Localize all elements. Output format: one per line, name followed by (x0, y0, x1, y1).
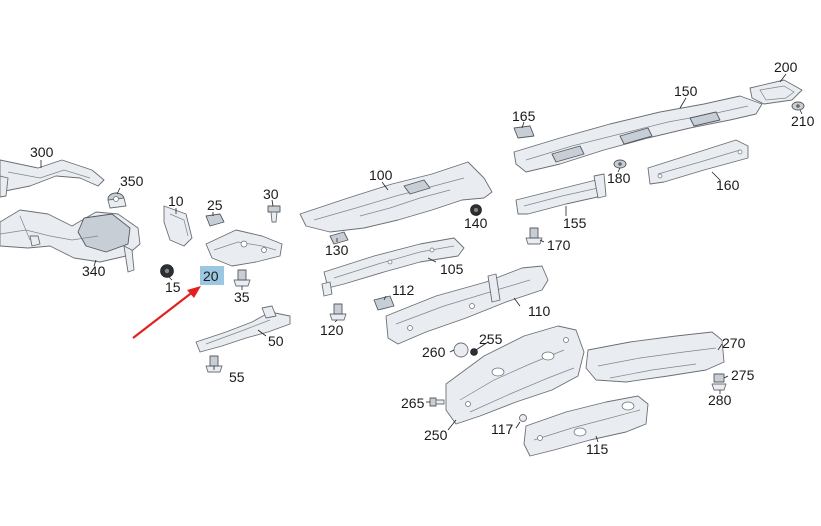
part-110-channel[interactable] (385, 265, 549, 345)
part-15-nut[interactable] (160, 264, 174, 278)
label-350[interactable]: 350 (120, 173, 144, 189)
label-140[interactable]: 140 (464, 215, 488, 231)
leader-lines (40, 73, 803, 443)
part-120-clip[interactable] (329, 303, 347, 321)
part-50-bracket[interactable] (195, 305, 291, 353)
part-140-nut[interactable] (470, 204, 482, 216)
label-160[interactable]: 160 (716, 177, 740, 193)
label-260[interactable]: 260 (422, 344, 446, 360)
part-200-cover-plate[interactable] (749, 79, 803, 105)
part-10-shield-plate[interactable] (163, 205, 193, 247)
part-165-clip[interactable] (513, 125, 535, 139)
pointer-arrow (132, 286, 201, 339)
part-265-bolt[interactable] (429, 397, 445, 407)
label-50[interactable]: 50 (268, 333, 284, 349)
label-280[interactable]: 280 (708, 392, 732, 408)
label-120[interactable]: 120 (320, 322, 344, 338)
label-25[interactable]: 25 (207, 197, 223, 213)
part-255-nut[interactable] (470, 348, 478, 356)
label-165[interactable]: 165 (512, 108, 536, 124)
label-112[interactable]: 112 (392, 282, 415, 298)
label-105[interactable]: 105 (440, 261, 464, 277)
label-20[interactable]: 20 (203, 268, 219, 284)
part-260-grommet[interactable] (453, 342, 469, 358)
label-200[interactable]: 200 (774, 59, 798, 75)
label-180[interactable]: 180 (607, 170, 631, 186)
part-100-heat-shield[interactable] (299, 161, 493, 233)
label-55[interactable]: 55 (229, 369, 245, 385)
label-250[interactable]: 250 (424, 427, 448, 443)
part-35-push-clip[interactable] (233, 269, 251, 287)
part-275-clip[interactable] (713, 373, 725, 383)
label-265[interactable]: 265 (401, 395, 425, 411)
label-275[interactable]: 275 (731, 367, 755, 383)
part-105-rail[interactable] (321, 237, 465, 297)
label-110[interactable]: 110 (528, 303, 551, 319)
part-112-bracket[interactable] (373, 295, 395, 311)
part-170-clip[interactable] (525, 227, 543, 245)
label-155[interactable]: 155 (563, 215, 587, 231)
callout-labels: 300 350 340 10 15 20 25 30 35 50 55 100 … (30, 59, 815, 457)
label-210[interactable]: 210 (791, 113, 815, 129)
part-250-underbody-panel[interactable] (445, 325, 585, 425)
part-270-panel[interactable] (585, 331, 725, 383)
highlight-box (200, 266, 224, 285)
label-170[interactable]: 170 (547, 237, 571, 253)
label-130[interactable]: 130 (325, 242, 349, 258)
part-117-grommet[interactable] (519, 414, 527, 422)
part-340-heat-shield-lower[interactable] (0, 209, 141, 273)
label-150[interactable]: 150 (674, 83, 698, 99)
label-115[interactable]: 115 (586, 441, 609, 457)
label-270[interactable]: 270 (722, 335, 746, 351)
part-160-side-bracket[interactable] (647, 139, 749, 185)
part-300-heat-shield-upper[interactable] (0, 159, 105, 198)
label-340[interactable]: 340 (82, 263, 106, 279)
part-150-tunnel-shield[interactable] (513, 95, 763, 173)
part-280-clip[interactable] (711, 383, 727, 391)
part-20-bracket-shield[interactable] (205, 229, 283, 267)
label-10[interactable]: 10 (168, 193, 184, 209)
label-100[interactable]: 100 (369, 167, 393, 183)
part-155-bracket[interactable] (515, 173, 607, 215)
label-30[interactable]: 30 (263, 186, 279, 202)
label-300[interactable]: 300 (30, 144, 54, 160)
part-30-bolt[interactable] (267, 205, 281, 223)
label-15[interactable]: 15 (165, 279, 181, 295)
part-350-clamp[interactable] (107, 192, 127, 209)
label-255[interactable]: 255 (479, 331, 503, 347)
part-130-clip[interactable] (329, 231, 349, 245)
part-210-nut[interactable] (791, 101, 805, 111)
label-117[interactable]: 117 (491, 421, 514, 437)
part-115-lower-panel[interactable] (523, 395, 649, 457)
part-180-nut[interactable] (613, 159, 627, 169)
label-35[interactable]: 35 (234, 289, 250, 305)
part-25-clip[interactable] (205, 213, 225, 227)
